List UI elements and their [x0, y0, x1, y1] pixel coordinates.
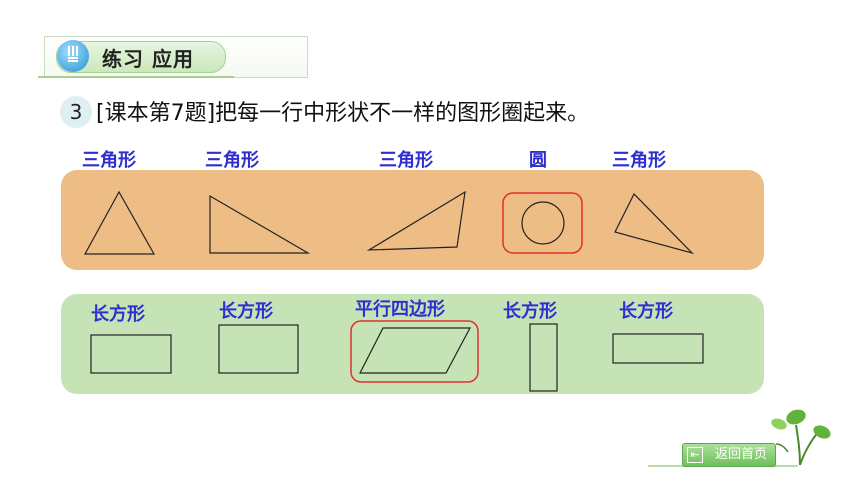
rectangle-3	[529, 323, 558, 392]
page-title: 练习 应用	[102, 47, 194, 71]
sprout-icon	[771, 409, 831, 466]
circle-shape	[521, 201, 565, 245]
header-underline	[38, 76, 234, 78]
question-text: [课本第7题]把每一行中形状不一样的图形圈起来。	[96, 101, 590, 126]
odd-shape-mark-row1	[502, 192, 583, 254]
equilateral-triangle	[83, 190, 156, 255]
row2-label-2: 长方形	[219, 301, 273, 322]
back-arrow-icon: ⇤	[687, 447, 703, 463]
row1-label-5: 三角形	[612, 150, 666, 171]
scalene-triangle	[614, 192, 694, 255]
triangle-row-panel	[61, 170, 764, 270]
row1-label-2: 三角形	[205, 150, 259, 171]
pencil-glyph	[68, 46, 78, 62]
return-home-label: 返回首页	[715, 447, 768, 462]
row1-label-3: 三角形	[379, 150, 433, 171]
rectangle-1	[90, 334, 172, 374]
row2-label-5: 长方形	[619, 301, 673, 322]
right-triangle	[209, 194, 311, 254]
rectangle-4	[612, 333, 704, 364]
return-home-button[interactable]: ⇤ 返回首页	[682, 443, 776, 467]
obtuse-triangle	[366, 190, 466, 251]
rectangle-row-panel	[61, 294, 764, 394]
row2-label-4: 长方形	[503, 301, 557, 322]
parallelogram-shape	[359, 327, 471, 374]
row2-label-1: 长方形	[91, 304, 145, 325]
row1-label-1: 三角形	[82, 150, 136, 171]
odd-shape-mark-row2	[350, 320, 479, 383]
rectangle-2	[218, 324, 299, 374]
row1-label-4: 圆	[529, 150, 547, 171]
question-number: 3	[60, 96, 92, 128]
row2-label-3: 平行四边形	[355, 299, 445, 320]
